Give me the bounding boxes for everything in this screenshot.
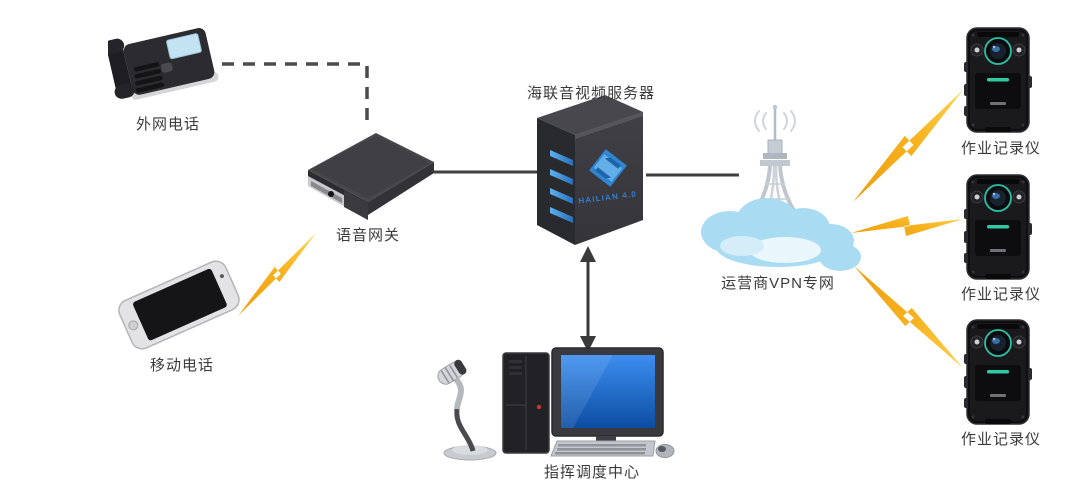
- camera-lens: [984, 37, 1012, 65]
- double-arrow-server-center: [580, 246, 596, 352]
- phone-keypad: [133, 62, 165, 93]
- server-drive-slots: [550, 150, 573, 223]
- lightning-mobile-gateway: [238, 233, 316, 316]
- cloud-shape: [701, 198, 861, 271]
- vpn-network-label: 运营商VPN专网: [721, 275, 835, 292]
- radio-waves-icon: [754, 110, 796, 132]
- dispatch-center-label: 指挥调度中心: [543, 464, 641, 481]
- smartphone-icon: [118, 260, 240, 350]
- phone-screen: [166, 33, 202, 60]
- monitor-icon: [551, 347, 664, 453]
- keyboard-icon: [550, 440, 656, 457]
- voice-gateway-label: 语音网关: [335, 227, 401, 244]
- dashed-link-phone-gateway: [222, 62, 369, 129]
- lightning-cloud-recorder-3: [854, 266, 963, 368]
- recorder-status-stripe: [987, 225, 1009, 229]
- phone-handset: [108, 38, 135, 99]
- smartphone-screen: [133, 268, 227, 341]
- gateway-port: [328, 191, 334, 197]
- cloud-radio-tower-icon: [701, 104, 861, 271]
- mobile-phone-label: 移动电话: [149, 357, 215, 374]
- recorder-status-stripe: [987, 78, 1009, 82]
- body-camera-icon: [964, 27, 1032, 133]
- microphone-icon: [437, 359, 497, 461]
- smartphone-home-button: [128, 320, 139, 331]
- video-server-label: 海联音视频服务器: [526, 85, 656, 102]
- recorder-3-label: 作业记录仪: [960, 431, 1042, 448]
- lightning-cloud-recorder-2: [851, 216, 963, 236]
- mouse-icon: [655, 444, 675, 458]
- workstation-icon: [437, 347, 675, 461]
- external-phone-label: 外网电话: [135, 116, 201, 133]
- recorder-2-label: 作业记录仪: [960, 286, 1042, 303]
- body-camera-icon: [964, 319, 1032, 425]
- pc-power-led: [536, 404, 542, 410]
- camera-lens: [984, 184, 1012, 212]
- body-camera-icon: [964, 174, 1032, 280]
- hailian-logo-icon: [589, 149, 627, 187]
- gateway-box-icon: [308, 133, 434, 220]
- server-tower-icon: HAILIAN 4.0: [537, 95, 643, 245]
- lightning-cloud-recorder-1: [853, 90, 963, 202]
- camera-lens: [984, 329, 1012, 357]
- recorder-status-stripe: [987, 370, 1009, 374]
- recorder-1-label: 作业记录仪: [960, 140, 1042, 157]
- monitor-screen: [561, 355, 655, 428]
- desk-phone-icon: [108, 28, 219, 100]
- pc-tower-icon: [502, 352, 550, 454]
